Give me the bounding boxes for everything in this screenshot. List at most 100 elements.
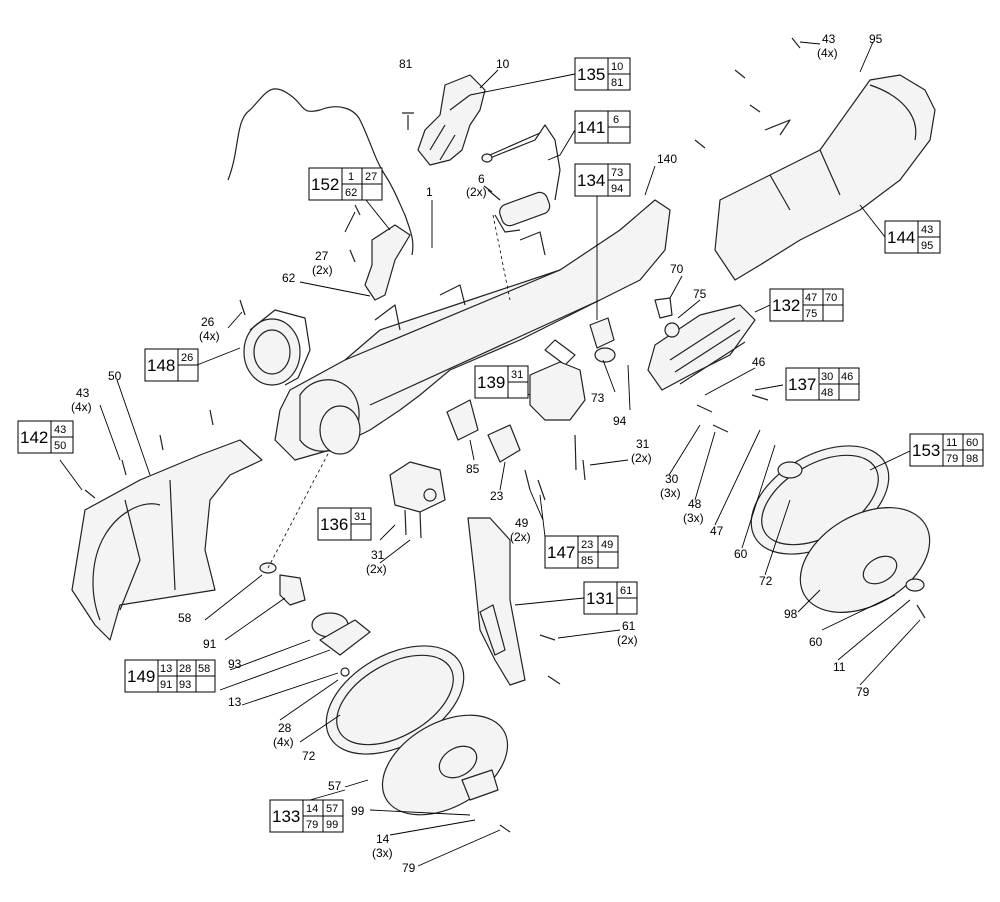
- kit-box-149: 149 13 28 58 91 93: [124, 659, 216, 693]
- trigger-handle-part: [417, 74, 486, 166]
- callout-91: 91: [203, 637, 217, 651]
- kit-132-sub-3: 75: [805, 308, 817, 320]
- callout-30-qty: (3x): [660, 486, 681, 500]
- callout-43-right: 43: [822, 32, 836, 46]
- motor-part: [243, 309, 311, 386]
- kit-135-sub-1: 10: [611, 61, 623, 73]
- callout-48: 48: [688, 497, 702, 511]
- kit-148-sub-1: 26: [181, 352, 193, 364]
- callout-28: 28: [278, 721, 292, 735]
- callout-49-qty: (2x): [510, 530, 531, 544]
- kit-152-sub-2: 27: [365, 171, 377, 183]
- kit-136-sub-1: 31: [354, 511, 366, 523]
- kit-133-number: 133: [272, 807, 300, 826]
- callout-73: 73: [591, 391, 605, 405]
- callout-75: 75: [693, 287, 707, 301]
- callout-43-left: 43: [76, 386, 90, 400]
- kit-153-sub-2: 60: [966, 437, 978, 449]
- kit-box-152: 152 1 27 62: [308, 167, 383, 201]
- callout-30: 30: [665, 472, 679, 486]
- kit-131-sub-1: 61: [620, 585, 632, 597]
- callout-27-qty: (2x): [312, 263, 333, 277]
- callout-140: 140: [657, 152, 677, 166]
- alignment-lines: [267, 214, 511, 569]
- kit-box-148: 148 26: [144, 348, 199, 382]
- tension-assembly-part: [647, 297, 756, 391]
- kit-142-sub-1: 43: [54, 424, 66, 436]
- kit-153-sub-4: 98: [966, 453, 978, 465]
- kit-153-sub-3: 79: [946, 453, 958, 465]
- screws: [84, 37, 926, 833]
- kit-box-153: 153 11 60 79 98: [909, 433, 984, 467]
- kit-141-number: 141: [577, 118, 605, 137]
- kit-144-sub-1: 43: [921, 224, 933, 236]
- callout-10: 10: [496, 57, 510, 71]
- callout-50: 50: [108, 369, 122, 383]
- kit-149-sub-1: 13: [160, 663, 172, 675]
- kit-137-sub-2: 46: [841, 371, 853, 383]
- callout-57: 57: [328, 779, 342, 793]
- cable-wire: [227, 88, 414, 256]
- switch-part: [494, 191, 551, 233]
- kit-142-sub-2: 50: [54, 440, 66, 452]
- kit-132-number: 132: [772, 296, 800, 315]
- kit-134-sub-2: 94: [611, 183, 623, 195]
- kit-153-number: 153: [912, 441, 940, 460]
- kit-136-number: 136: [320, 515, 348, 534]
- callout-48-qty: (3x): [683, 511, 704, 525]
- kit-147-number: 147: [547, 543, 575, 562]
- kit-139-sub-1: 31: [511, 369, 523, 381]
- right-wheel-part: [750, 445, 931, 613]
- callout-28-qty: (4x): [273, 735, 294, 749]
- kit-144-sub-2: 95: [921, 240, 933, 252]
- leader-lines: [59, 41, 921, 867]
- callout-31-right: 31: [636, 437, 650, 451]
- kit-132-sub-2: 70: [825, 292, 837, 304]
- callout-60-lower: 60: [809, 635, 823, 649]
- blade-guide-arm-part: [467, 517, 526, 686]
- kit-137-sub-1: 30: [821, 371, 833, 383]
- callout-62: 62: [282, 271, 296, 285]
- bracket-part: [364, 224, 411, 301]
- callout-47: 47: [710, 524, 724, 538]
- callout-26-qty: (4x): [199, 329, 220, 343]
- callout-26: 26: [201, 315, 215, 329]
- kit-133-sub-1: 14: [306, 803, 318, 815]
- right-cover-part: [714, 74, 936, 281]
- kit-137-number: 137: [788, 375, 816, 394]
- callout-6: 6: [478, 172, 485, 186]
- callout-70: 70: [670, 262, 684, 276]
- lower-guide-part: [389, 461, 446, 513]
- callout-labels: 81 10 6 (2x) 1 27 (2x) 62 26 (4x) 43 (4x…: [71, 32, 883, 875]
- kit-147-sub-2: 49: [601, 539, 613, 551]
- kit-box-132: 132 47 70 75: [769, 288, 844, 322]
- pad-parts: [446, 317, 616, 463]
- callout-99: 99: [351, 804, 365, 818]
- callout-61: 61: [622, 619, 636, 633]
- callout-79-right: 79: [856, 685, 870, 699]
- kit-148-number: 148: [147, 356, 175, 375]
- left-cover-part: [71, 439, 263, 641]
- callout-93: 93: [228, 657, 242, 671]
- callout-85: 85: [466, 462, 480, 476]
- kit-box-133: 133 14 57 79 99: [269, 799, 344, 833]
- kit-133-sub-2: 57: [326, 803, 338, 815]
- kit-box-147: 147 23 49 85: [544, 535, 619, 569]
- drive-shaft-parts: [259, 562, 371, 677]
- callout-43-right-qty: (4x): [817, 46, 838, 60]
- kit-box-139: 139 31: [474, 365, 529, 399]
- kit-box-131: 131 61: [583, 581, 638, 615]
- callout-23: 23: [490, 489, 504, 503]
- callout-31-left: 31: [371, 548, 385, 562]
- guide-block-part: [529, 361, 586, 421]
- handle-bar-part: [481, 124, 561, 201]
- kit-152-sub-1: 1: [348, 171, 354, 183]
- callout-60-upper: 60: [734, 547, 748, 561]
- callout-27: 27: [315, 249, 329, 263]
- kit-141-sub-1: 6: [613, 114, 619, 126]
- kit-131-number: 131: [586, 589, 614, 608]
- kit-box-135: 135 10 81: [574, 57, 631, 91]
- callout-61-qty: (2x): [617, 633, 638, 647]
- kit-134-number: 134: [577, 171, 605, 190]
